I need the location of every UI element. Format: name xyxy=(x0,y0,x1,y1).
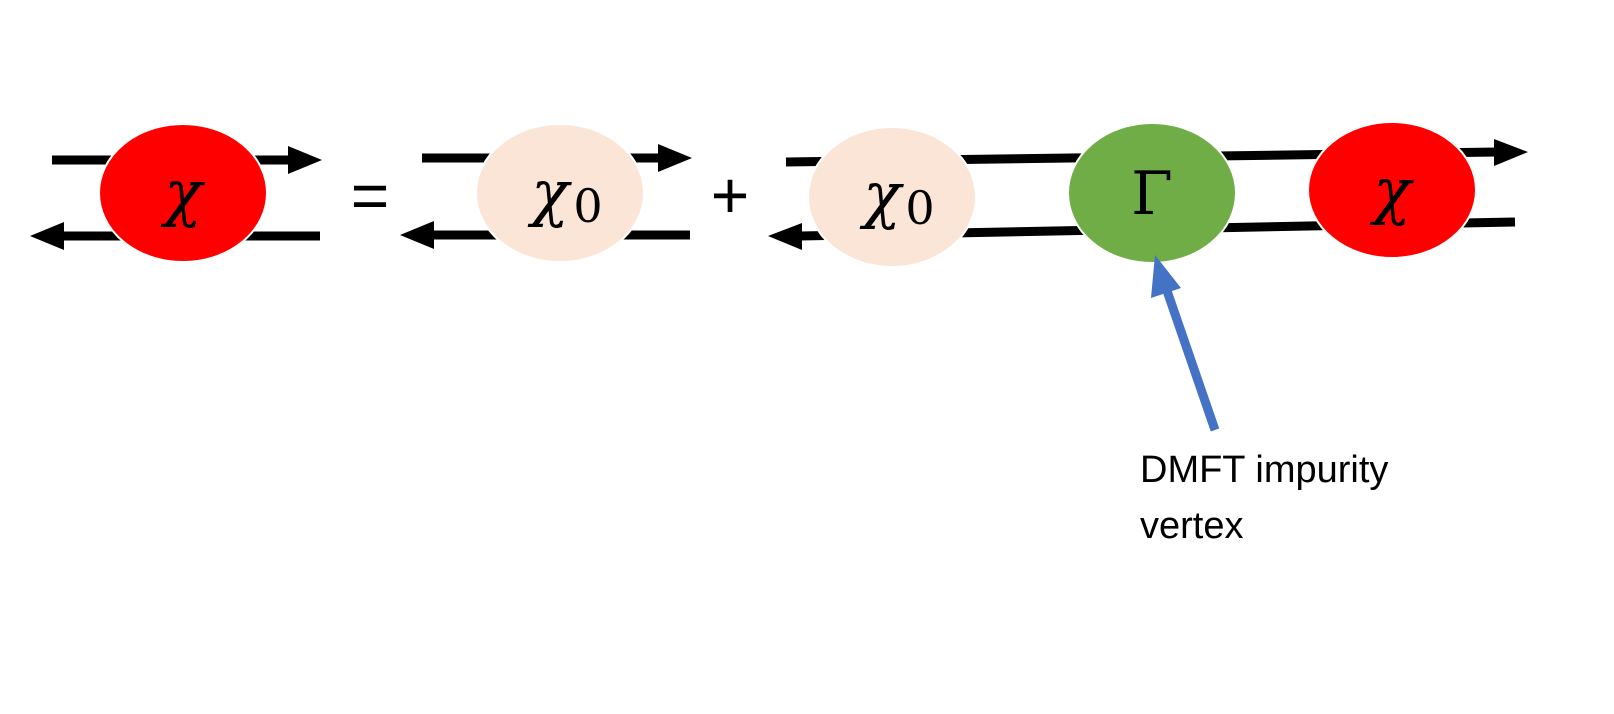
chi-symbol: χ xyxy=(1369,154,1414,227)
chi0-ellipse xyxy=(807,126,977,268)
gamma-ellipse xyxy=(1067,122,1237,264)
chi-symbol: χ xyxy=(160,156,205,229)
gamma-symbol: Γ xyxy=(1131,159,1173,229)
arrow-left-icon xyxy=(30,222,64,250)
arrow-right-icon xyxy=(1494,139,1528,166)
annotation-line1: DMFT impurity xyxy=(1140,449,1388,491)
chi0-subscript: 0 xyxy=(905,181,934,235)
arrow-left-icon xyxy=(400,221,434,249)
annotation-line2: vertex xyxy=(1140,505,1243,547)
arrow-left-icon xyxy=(768,223,802,250)
chi0-ellipse xyxy=(475,123,645,263)
plus-sign: + xyxy=(711,158,750,232)
equals-sign: = xyxy=(351,158,390,232)
chi-ellipse xyxy=(1307,121,1477,259)
annotation-arrow xyxy=(1160,283,1220,432)
chi0-subscript: 0 xyxy=(573,179,602,233)
arrow-right-icon xyxy=(288,146,322,174)
chi0-symbol: χ xyxy=(859,158,904,231)
chi0-symbol: χ xyxy=(527,156,572,229)
chi-ellipse xyxy=(98,123,268,263)
arrow-up-icon xyxy=(1151,255,1181,298)
arrow-right-icon xyxy=(658,144,692,172)
